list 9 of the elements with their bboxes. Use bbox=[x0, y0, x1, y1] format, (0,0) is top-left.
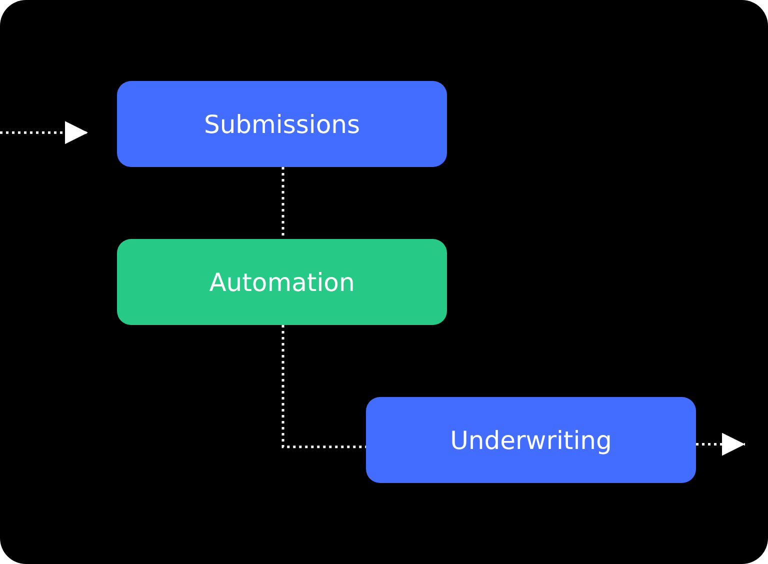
process-box bbox=[366, 397, 696, 483]
process-box bbox=[117, 81, 447, 167]
arrow bbox=[696, 432, 745, 456]
connector-line bbox=[282, 325, 366, 448]
node-label: Underwriting bbox=[450, 426, 612, 454]
process-box bbox=[117, 239, 447, 325]
node-label: Automation bbox=[209, 268, 355, 296]
arrow bbox=[0, 121, 88, 144]
node-label: Submissions bbox=[204, 110, 360, 138]
